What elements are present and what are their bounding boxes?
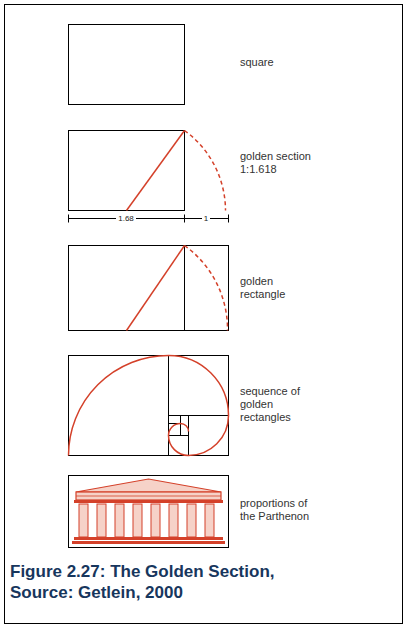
- shape-label: golden rectangle: [240, 275, 302, 301]
- figure-caption: Figure 2.27: The Golden Section, Source:…: [10, 561, 310, 603]
- dimension-label: 1.68: [116, 214, 136, 223]
- ratio-label: 1:1.618: [240, 163, 380, 176]
- shape-label: golden section: [240, 150, 380, 163]
- golden-spiral-figure: [69, 356, 229, 456]
- dimension-label: 1: [202, 214, 210, 223]
- outer-frame: [5, 5, 403, 624]
- square-shape: [69, 25, 185, 105]
- shape-label: proportions of the Parthenon: [240, 497, 320, 523]
- shape-label: sequence of golden rectangles: [240, 385, 304, 424]
- golden-rectangle-figure: [69, 246, 229, 331]
- golden-section-figure: [69, 131, 229, 223]
- parthenon-figure: [69, 476, 229, 548]
- shape-label: square: [240, 56, 380, 69]
